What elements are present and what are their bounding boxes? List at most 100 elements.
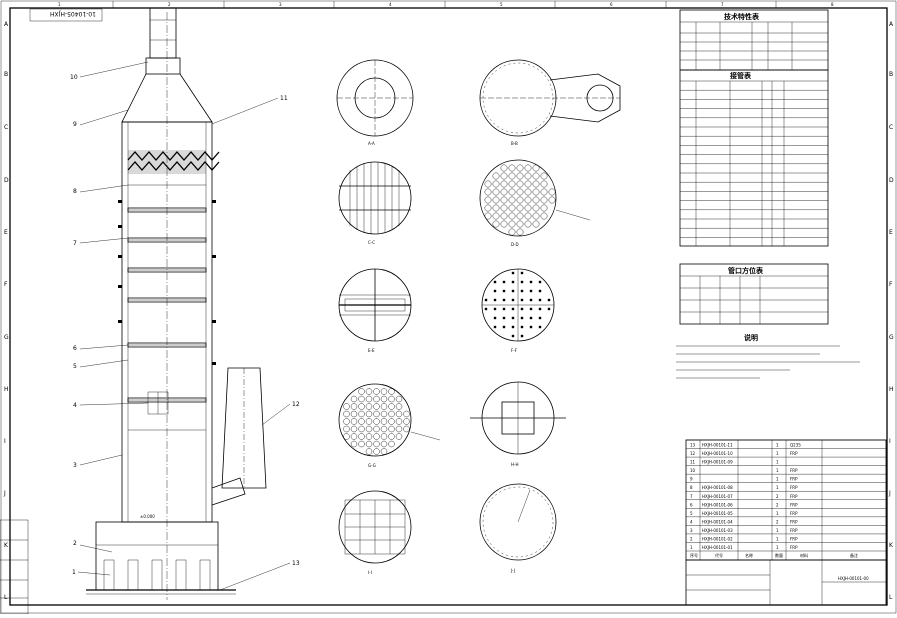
plate-hole — [395, 425, 403, 433]
col-5: 5 — [500, 2, 503, 7]
nozzle-dot — [520, 280, 524, 284]
notes-block: 说明 — [676, 333, 860, 379]
col-6: 6 — [610, 2, 613, 7]
plate-hole — [395, 403, 403, 410]
orientation-table-title: 管口方位表 — [728, 266, 764, 275]
bom-row-no: 1 — [690, 545, 693, 550]
elevation-label: ±0.000 — [140, 514, 155, 519]
mist-eliminator-lower — [127, 161, 220, 171]
bom-row-material: FRP — [790, 519, 798, 524]
section-label-D-D: D-D — [511, 242, 519, 247]
section-J-J: J-J — [479, 483, 557, 573]
plate-hole — [508, 180, 516, 188]
plate-hole — [508, 212, 516, 220]
plate-hole — [380, 448, 388, 455]
bom-row-material: FRP — [790, 511, 798, 516]
plate-hole — [373, 433, 380, 440]
nozzle-dot — [538, 289, 542, 293]
plate-hole — [350, 395, 358, 403]
callout-5: 5 — [73, 363, 77, 370]
section-label-J-J: J-J — [510, 568, 515, 573]
bom-row-qty: 1 — [776, 528, 779, 533]
row-D: D — [4, 177, 9, 184]
bom-row-qty: 1 — [776, 511, 779, 516]
plate-hole — [540, 196, 548, 204]
base-sump — [95, 521, 219, 591]
section-H-H: H-H — [470, 381, 566, 467]
plate-hole — [380, 403, 388, 410]
plate-hole — [388, 433, 395, 440]
plate-hole — [500, 220, 508, 228]
plate-hole — [388, 440, 395, 448]
plate-hole — [350, 425, 358, 433]
row-A: A — [4, 21, 9, 28]
section-C-C: C-C — [338, 161, 412, 245]
plate-hole — [492, 220, 500, 228]
nozzle-dot — [502, 280, 506, 284]
bom-row-code: HXJH-00101-04 — [702, 519, 733, 524]
bom-row-code: HXJH-00101-06 — [702, 502, 733, 507]
nozzle-dot — [493, 307, 497, 311]
bom-header-name: 名称 — [745, 552, 753, 558]
plate-hole — [540, 188, 548, 196]
row-H-right: H — [889, 386, 894, 393]
plate-hole — [380, 425, 388, 433]
section-D-D: D-D — [479, 159, 591, 247]
callout-9: 9 — [73, 121, 77, 128]
plate-hole — [350, 440, 358, 448]
nozzle-dot — [484, 307, 488, 311]
plate-hole — [500, 188, 508, 196]
section-label-G-G: G-G — [368, 463, 376, 468]
plate-hole — [532, 212, 540, 220]
plate-hole — [388, 410, 395, 418]
nozzle-dot — [502, 325, 506, 329]
plate-hole — [403, 425, 410, 433]
row-E: E — [4, 229, 8, 236]
callout-7: 7 — [73, 240, 77, 247]
plate-hole — [373, 395, 380, 403]
bom-row-no: 6 — [690, 502, 693, 507]
bom-row-material: FRP — [790, 477, 798, 482]
bom-row-code: HXJH-00101-03 — [702, 528, 733, 533]
plate-hole — [508, 196, 516, 204]
row-G: G — [4, 334, 9, 341]
row-I-right: I — [889, 438, 891, 445]
nozzle-dot — [511, 334, 515, 338]
row-E-right: E — [889, 229, 893, 236]
plate-hole — [524, 212, 532, 220]
plate-hole — [524, 204, 532, 212]
bom-row-no: 4 — [690, 519, 693, 524]
plate-hole — [532, 220, 540, 228]
nozzle-dot — [520, 307, 524, 311]
bom-row-no: 11 — [690, 460, 696, 465]
row-H: H — [4, 386, 9, 393]
nozzle-dot — [493, 316, 497, 320]
plate-hole — [540, 212, 548, 220]
plate-hole — [508, 204, 516, 212]
row-D-right: D — [889, 177, 894, 184]
plate-hole — [388, 395, 395, 403]
nozzle-dot — [538, 325, 542, 329]
plate-hole — [373, 425, 380, 433]
bom-row-code: HXJH-00101-11 — [702, 443, 733, 448]
plate-hole — [524, 196, 532, 204]
section-label-B-B: B-B — [511, 141, 518, 146]
plate-hole — [395, 433, 403, 440]
nozzle-dot — [529, 325, 533, 329]
callout-8: 8 — [73, 188, 77, 195]
plate-hole — [358, 403, 365, 410]
bom-row-material: FRP — [790, 502, 798, 507]
nozzle-dot — [502, 289, 506, 293]
nozzle-dot — [538, 316, 542, 320]
column-markers: 1 2 3 4 5 6 7 8 — [58, 1, 834, 8]
nozzle-dot — [520, 316, 524, 320]
plate-hole — [380, 410, 388, 418]
row-B: B — [4, 71, 8, 78]
plate-hole — [524, 188, 532, 196]
plate-hole — [492, 204, 500, 212]
plate-hole — [358, 418, 365, 425]
nozzle-dot — [538, 280, 542, 284]
bom-row-no: 13 — [690, 443, 696, 448]
